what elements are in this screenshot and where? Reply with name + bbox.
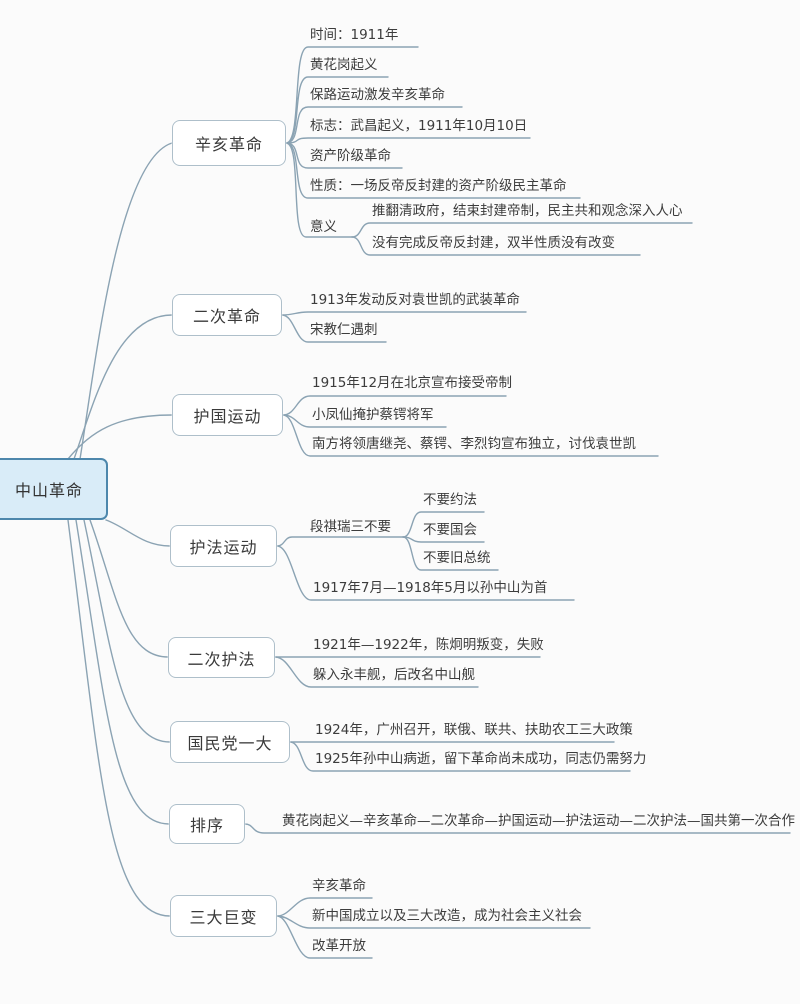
connector-root-branch4 bbox=[105, 519, 171, 547]
leaf-xinhai-mark[interactable]: 标志：武昌起义，1911年10月10日 bbox=[310, 118, 528, 134]
branch-second-constitution-protection[interactable]: 二次护法 bbox=[168, 637, 275, 678]
leaf-hufa-period[interactable]: 1917年7月—1918年5月以孙中山为首 bbox=[313, 580, 548, 596]
connector-root-branch7 bbox=[75, 519, 170, 825]
branch-second-revolution[interactable]: 二次革命 bbox=[172, 294, 282, 336]
connector-leaf bbox=[402, 536, 499, 571]
root-label: 中山革命 bbox=[14, 481, 83, 500]
leaf-xinhai-significance-positive[interactable]: 推翻清政府，结束封建帝制，民主共和观念深入人心 bbox=[372, 203, 683, 219]
connector-leaf bbox=[276, 536, 404, 547]
connector-leaf bbox=[282, 414, 659, 457]
leaf-xinhai-bourgeois[interactable]: 资产阶级革命 bbox=[310, 148, 391, 164]
leaf-change-reform-opening[interactable]: 改革开放 bbox=[312, 938, 366, 954]
leaf-change-new-china[interactable]: 新中国成立以及三大改造，成为社会主义社会 bbox=[312, 908, 582, 924]
branch-xinhai-revolution[interactable]: 辛亥革命 bbox=[172, 120, 286, 166]
leaf-xinhai-significance-negative[interactable]: 没有完成反帝反封建，双半性质没有改变 bbox=[372, 235, 615, 251]
connector-leaf bbox=[276, 915, 373, 959]
branch-label: 三大巨变 bbox=[189, 908, 258, 927]
branch-label: 护国运动 bbox=[193, 407, 262, 426]
leaf-change-xinhai[interactable]: 辛亥革命 bbox=[312, 878, 366, 894]
leaf-kmt-1925[interactable]: 1925年孙中山病逝，留下革命尚未成功，同志仍需努力 bbox=[315, 751, 647, 767]
connector-leaf bbox=[276, 915, 591, 929]
branch-national-protection-movement[interactable]: 护国运动 bbox=[172, 394, 283, 436]
branch-ordering[interactable]: 排序 bbox=[169, 804, 245, 844]
connector-leaf bbox=[244, 823, 791, 834]
branch-constitution-protection-movement[interactable]: 护法运动 bbox=[170, 525, 277, 567]
root-node[interactable]: 中山革命 bbox=[0, 458, 108, 520]
leaf-huguo-1915[interactable]: 1915年12月在北京宣布接受帝制 bbox=[312, 375, 513, 391]
leaf-xinhai-time[interactable]: 时间：1911年 bbox=[310, 27, 399, 43]
branch-label: 护法运动 bbox=[189, 538, 258, 557]
connector-root-branch3 bbox=[67, 414, 173, 460]
branch-three-great-changes[interactable]: 三大巨变 bbox=[170, 895, 277, 937]
leaf-second-revolution-1913[interactable]: 1913年发动反对袁世凯的武装革命 bbox=[310, 292, 520, 308]
leaf-song-jiaoren[interactable]: 宋教仁遇刺 bbox=[310, 322, 378, 338]
branch-label: 排序 bbox=[189, 816, 224, 835]
leaf-xinhai-significance[interactable]: 意义 bbox=[310, 219, 337, 235]
leaf-south-generals[interactable]: 南方将领唐继尧、蔡锷、李烈钧宣布独立，讨伐袁世凯 bbox=[312, 436, 636, 452]
connector-root-branch8 bbox=[67, 519, 171, 917]
connector-leaf bbox=[351, 222, 693, 238]
connector-root-branch2 bbox=[73, 314, 173, 460]
connector-leaf bbox=[276, 897, 373, 917]
connector-leaf bbox=[281, 311, 527, 316]
connector-leaf bbox=[281, 314, 387, 343]
leaf-no-provisional-constitution[interactable]: 不要约法 bbox=[423, 492, 477, 508]
connector-root-branch5 bbox=[89, 519, 169, 658]
leaf-chronological-order[interactable]: 黄花岗起义—辛亥革命—二次革命—护国运动—护法运动—二次护法—国共第一次合作 bbox=[282, 813, 795, 829]
connector-leaf bbox=[274, 656, 479, 688]
leaf-chen-jiongming-mutiny[interactable]: 1921年—1922年，陈炯明叛变，失败 bbox=[313, 637, 544, 653]
connector-root-branch6 bbox=[83, 519, 171, 743]
connector-leaf bbox=[351, 236, 641, 256]
branch-kmt-first-congress[interactable]: 国民党一大 bbox=[170, 721, 290, 763]
connector-leaf bbox=[276, 545, 575, 601]
leaf-xinhai-nature[interactable]: 性质：一场反帝反封建的资产阶级民主革命 bbox=[310, 178, 567, 194]
connector-root-branch1 bbox=[79, 142, 173, 460]
leaf-xiaofengxian[interactable]: 小凤仙掩护蔡锷将军 bbox=[312, 407, 434, 423]
leaf-yongfeng-warship[interactable]: 躲入永丰舰，后改名中山舰 bbox=[313, 667, 475, 683]
connector-leaf bbox=[282, 395, 507, 416]
branch-label: 辛亥革命 bbox=[194, 135, 263, 154]
leaf-kmt-1924[interactable]: 1924年，广州召开，联俄、联共、扶助农工三大政策 bbox=[315, 722, 633, 738]
branch-label: 国民党一大 bbox=[187, 734, 273, 753]
leaf-no-old-president[interactable]: 不要旧总统 bbox=[423, 550, 491, 566]
connector-leaf bbox=[285, 46, 419, 144]
connector-leaf bbox=[402, 511, 485, 538]
branch-label: 二次革命 bbox=[192, 307, 261, 326]
connector-leaf bbox=[285, 137, 531, 144]
branch-label: 二次护法 bbox=[187, 649, 256, 669]
connector-leaf bbox=[285, 142, 353, 238]
connector-leaf bbox=[285, 142, 581, 199]
leaf-xinhai-baolu[interactable]: 保路运动激发辛亥革命 bbox=[310, 87, 445, 103]
connector-leaf bbox=[285, 106, 463, 144]
leaf-xinhai-huanghuagang[interactable]: 黄花岗起义 bbox=[310, 57, 378, 73]
leaf-duanqirui-three-nos[interactable]: 段祺瑞三不要 bbox=[310, 519, 391, 535]
connector-leaf bbox=[289, 741, 631, 772]
leaf-no-parliament[interactable]: 不要国会 bbox=[423, 522, 477, 538]
connector-leaf bbox=[285, 76, 389, 144]
